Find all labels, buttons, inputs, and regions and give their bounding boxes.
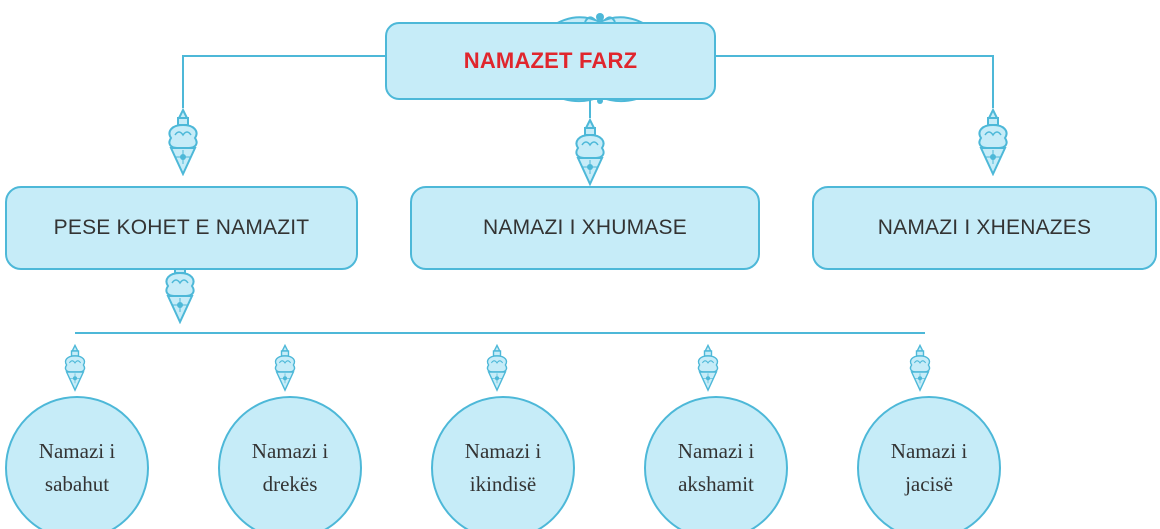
root-node: NAMAZET FARZ <box>385 22 716 100</box>
category-label: NAMAZI I XHUMASE <box>483 216 687 239</box>
time-line1: Namazi i <box>38 439 116 463</box>
root-label: NAMAZET FARZ <box>463 48 638 73</box>
time-line1: Namazi i <box>251 439 329 463</box>
category-funeral: NAMAZI I XHENAZES <box>812 186 1157 270</box>
time-line1: Namazi i <box>890 439 968 463</box>
time-line1: Namazi i <box>464 439 542 463</box>
arrow-ornament-icon <box>978 108 1008 176</box>
time-node-drekes: Namazi i drekës <box>218 396 362 529</box>
category-friday: NAMAZI I XHUMASE <box>410 186 760 270</box>
arrow-ornament-icon <box>486 344 508 392</box>
arrow-ornament-icon <box>909 344 931 392</box>
time-node-akshamit: Namazi i akshamit <box>644 396 788 529</box>
time-line2: drekës <box>262 472 318 496</box>
time-line2: akshamit <box>678 472 754 496</box>
arrow-ornament-icon <box>168 108 198 176</box>
category-label: NAMAZI I XHENAZES <box>877 216 1092 239</box>
time-node-ikindise: Namazi i ikindisë <box>431 396 575 529</box>
arrow-ornament-icon <box>274 344 296 392</box>
category-five-times: PESE KOHET E NAMAZIT <box>5 186 358 270</box>
time-line2: ikindisë <box>469 472 537 496</box>
time-node-jacise: Namazi i jacisë <box>857 396 1001 529</box>
category-label: PESE KOHET E NAMAZIT <box>53 216 310 239</box>
arrow-ornament-icon <box>697 344 719 392</box>
arrow-ornament-icon <box>575 118 605 186</box>
arrow-ornament-icon <box>64 344 86 392</box>
time-line2: jacisë <box>905 472 953 496</box>
time-node-sabahut: Namazi i sabahut <box>5 396 149 529</box>
time-line2: sabahut <box>44 472 110 496</box>
time-line1: Namazi i <box>677 439 755 463</box>
